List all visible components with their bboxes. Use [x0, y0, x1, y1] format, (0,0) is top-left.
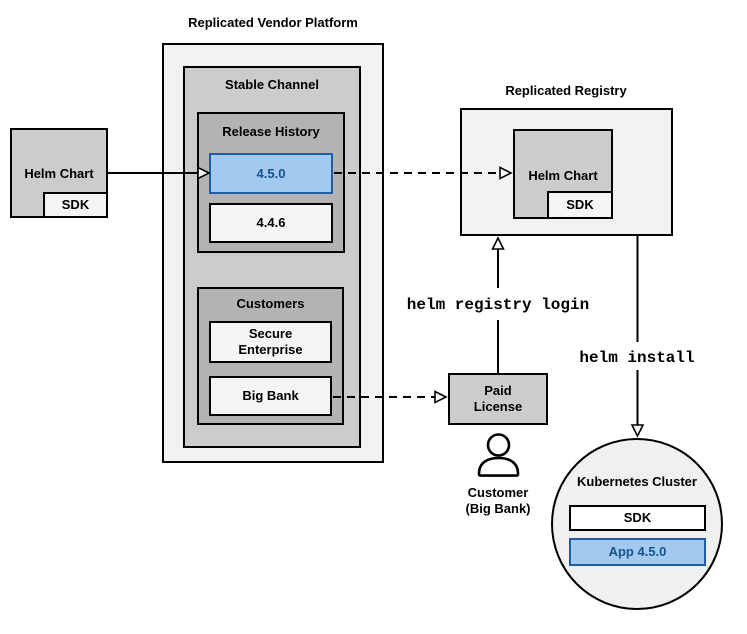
customer-caption-line1: Customer: [467, 485, 529, 500]
registry-sdk-box: SDK: [547, 191, 613, 219]
release-version-446: 4.4.6: [209, 203, 333, 243]
release-version-446-label: 4.4.6: [256, 215, 286, 231]
cluster-sdk-box: SDK: [569, 505, 706, 531]
customers-label: Customers: [236, 296, 305, 311]
helm-chart-source-sdk-box: SDK: [43, 192, 108, 218]
cluster-sdk-label: SDK: [623, 510, 652, 526]
customer-big-bank-label: Big Bank: [242, 388, 299, 404]
platform-title: Replicated Vendor Platform: [188, 15, 358, 30]
customer-secure-enterprise: Secure Enterprise: [209, 321, 332, 363]
customer-caption-line2: (Big Bank): [465, 500, 531, 516]
paid-license-box: Paid License: [448, 373, 548, 425]
kubernetes-cluster-label: Kubernetes Cluster: [577, 474, 697, 489]
person-icon: [477, 433, 520, 477]
release-version-450-label: 4.5.0: [256, 165, 286, 181]
paid-license-label: Paid License: [473, 383, 523, 414]
cluster-app-box: App 4.5.0: [569, 538, 706, 566]
registry-helm-chart-label: Helm Chart: [528, 168, 598, 183]
stable-channel-label: Stable Channel: [225, 77, 319, 92]
registry-title: Replicated Registry: [505, 83, 627, 98]
registry-sdk-label: SDK: [566, 197, 594, 213]
helm-registry-login-command: helm registry login: [406, 296, 590, 314]
customer-secure-enterprise-label: Secure Enterprise: [238, 326, 303, 357]
release-history-label: Release History: [222, 124, 320, 139]
cluster-app-label: App 4.5.0: [608, 544, 667, 560]
arrow-registry-to-cluster: [630, 236, 645, 438]
customer-caption: Customer (Big Bank): [428, 485, 568, 516]
helm-chart-source-sdk-label: SDK: [61, 197, 90, 213]
customer-big-bank: Big Bank: [209, 376, 332, 416]
release-version-450: 4.5.0: [209, 153, 333, 194]
helm-install-command: helm install: [579, 349, 695, 367]
helm-chart-source-label: Helm Chart: [24, 166, 94, 181]
